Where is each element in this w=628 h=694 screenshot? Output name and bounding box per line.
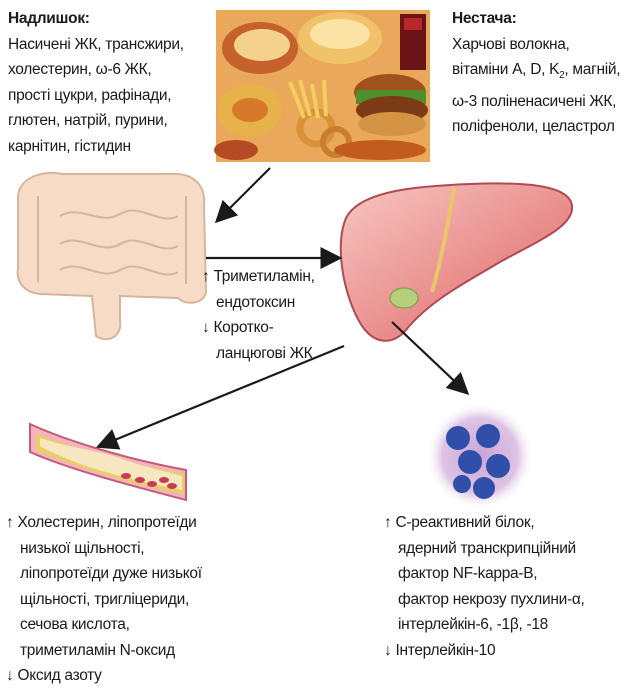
artery-plaque-icon [30,424,186,500]
excess-heading: Надлишок: [8,6,184,32]
neutrophil-icon [426,402,534,510]
up-arrow-icon: ↑ [384,514,391,531]
down-arrow-icon: ↓ [202,319,209,336]
deficit-block: Нестача: Харчові волокна, вітаміни A, D,… [452,6,620,140]
excess-line: Насичені ЖК, трансжири, [8,32,184,58]
liver-icon [341,183,572,340]
down-arrow-icon: ↓ [384,642,391,659]
arrow-food-to-gut [218,168,270,220]
deficit-heading: Нестача: [452,6,620,32]
intestine-icon [18,173,206,339]
junk-food-image [214,10,430,162]
down-arrow-icon: ↓ [6,667,13,684]
excess-block: Надлишок: Насичені ЖК, трансжири, холест… [8,6,184,159]
inflammation-block: ↑С-реактивний білок, ядерний транскрипці… [384,510,585,663]
deficit-line: Харчові волокна, [452,32,620,58]
deficit-line: вітаміни A, D, K2, магній, [452,57,620,89]
excess-line: карнітин, гістидин [8,134,184,160]
gut-products-block: ↑Триметиламін, ендотоксин ↓Коротко- ланц… [202,264,315,366]
deficit-line: поліфеноли, целастрол [452,114,620,140]
excess-line: глютен, натрій, пурини, [8,108,184,134]
excess-line: прості цукри, рафінади, [8,83,184,109]
up-arrow-icon: ↑ [6,514,13,531]
vessel-effects-block: ↑Холестерин, ліпопротеїди низької щільно… [6,510,202,689]
up-arrow-icon: ↑ [202,268,209,285]
excess-line: холестерин, ω-6 ЖК, [8,57,184,83]
deficit-line: ω-3 поліненасичені ЖК, [452,89,620,115]
arrow-liver-to-cell [392,322,466,392]
